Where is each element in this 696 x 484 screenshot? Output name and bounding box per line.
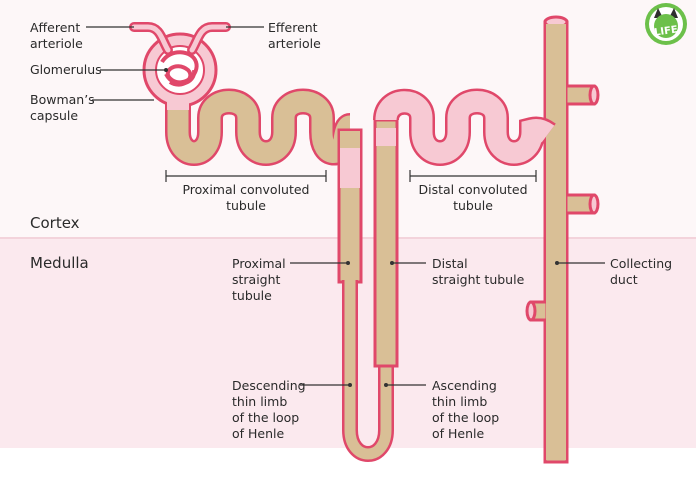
efferent-arteriole-label: Efferent arteriole	[268, 20, 321, 51]
bowmans-capsule-label: Bowman’s capsule	[30, 92, 95, 123]
cortex-label: Cortex	[30, 214, 80, 232]
proximal-tubule	[165, 88, 363, 284]
proximal-convoluted-tubule-label: Proximal convoluted tubule	[182, 182, 310, 213]
glomerulus	[160, 50, 199, 87]
leader-dots	[164, 68, 559, 387]
leader-lines	[86, 26, 605, 386]
loop-of-henle	[342, 280, 394, 462]
proximal-straight-tubule-label: Proximal straight tubule	[232, 256, 286, 303]
afferent-arteriole-label: Afferent arteriole	[30, 20, 83, 51]
glomerulus-label: Glomerulus	[30, 62, 102, 77]
collecting-duct	[525, 15, 600, 464]
arterioles	[129, 22, 231, 55]
distal-convoluted-tubule-label: Distal convoluted tubule	[418, 182, 528, 213]
descending-thin-limb-label: Descending thin limb of the loop of Henl…	[232, 378, 306, 441]
distal-tubule	[373, 88, 556, 368]
ascending-thin-limb-label: Ascending thin limb of the loop of Henle	[432, 378, 500, 441]
life-logo	[645, 3, 687, 45]
medulla-label: Medulla	[30, 254, 89, 272]
collecting-duct-label: Collecting duct	[610, 256, 673, 287]
distal-straight-tubule-label: Distal straight tubule	[432, 256, 525, 287]
